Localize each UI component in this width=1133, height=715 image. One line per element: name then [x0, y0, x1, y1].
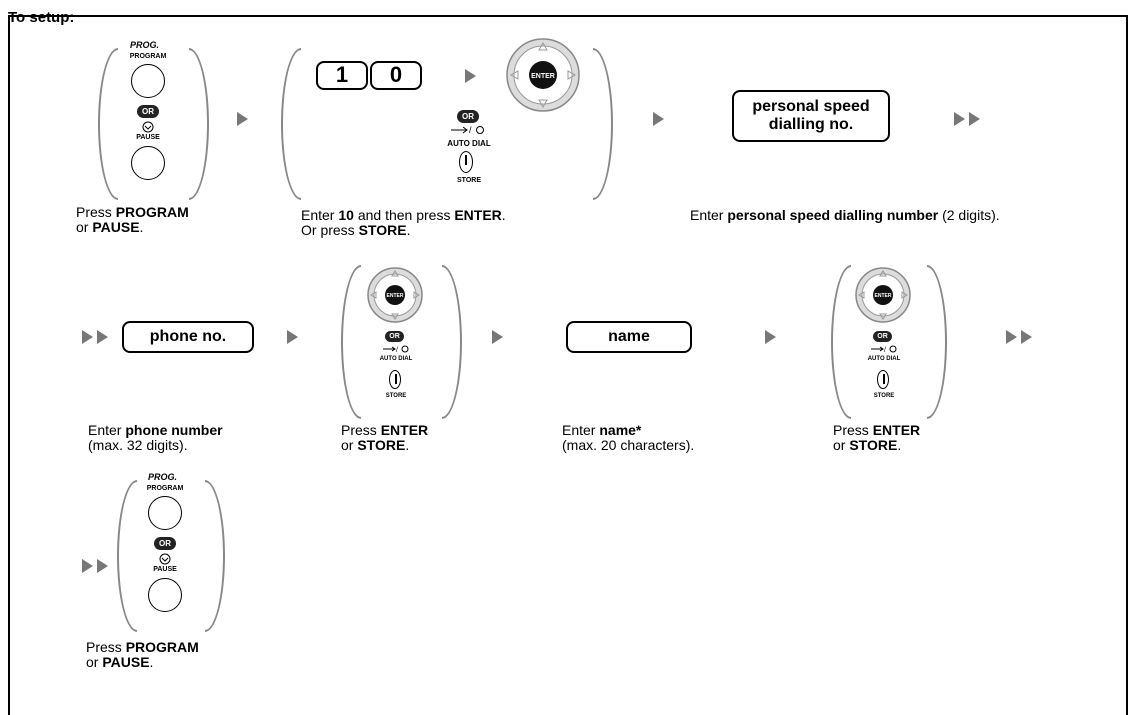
arrow-right-icon [969, 112, 980, 126]
store-key[interactable] [389, 370, 401, 389]
phone-number-box: phone no. [122, 321, 254, 353]
pause-label: PAUSE [136, 134, 160, 141]
navigator-enter-icon[interactable]: ENTER [366, 266, 424, 324]
auto-dial-icon: / [451, 125, 484, 135]
digit-1-key[interactable]: 1 [316, 61, 368, 90]
setup-frame: To setup: [8, 9, 1128, 715]
pause-button[interactable] [148, 578, 182, 612]
auto-dial-icon: / [871, 345, 897, 354]
navigator-enter-icon[interactable]: ENTER [505, 37, 581, 113]
pause-icon [142, 121, 154, 133]
store-key[interactable] [459, 151, 473, 173]
arrow-right-icon [82, 330, 93, 344]
program-label: PROGRAM [146, 485, 184, 492]
step-caption: Press PROGRAM or PAUSE. [76, 204, 189, 235]
section-title: To setup: [8, 9, 75, 26]
svg-text:/: / [396, 347, 398, 354]
personal-speed-dialling-box: personal speed dialling no. [732, 90, 890, 142]
store-label: STORE [385, 393, 407, 399]
pause-button[interactable] [131, 146, 165, 180]
auto-dial-label: AUTO DIAL [379, 356, 413, 362]
arrow-right-icon [765, 330, 776, 344]
store-label: STORE [457, 177, 481, 184]
arrow-right-icon [1021, 330, 1032, 344]
name-box: name [566, 321, 692, 353]
program-button[interactable] [148, 496, 182, 530]
step-caption: Press ENTER or STORE. [341, 422, 429, 453]
step-caption: Enter 10 and then press ENTER. Or press … [301, 207, 506, 238]
auto-dial-label: AUTO DIAL [867, 356, 901, 362]
arrow-right-icon [82, 559, 93, 573]
arrow-right-icon [237, 112, 248, 126]
pause-icon [159, 553, 171, 565]
step-caption: Enter personal speed dialling number (2 … [690, 207, 1000, 223]
auto-dial-label: AUTO DIAL [447, 139, 491, 148]
arrow-right-icon [97, 559, 108, 573]
svg-text:/: / [469, 125, 472, 135]
program-label: PROGRAM [129, 53, 167, 60]
svg-text:ENTER: ENTER [531, 73, 555, 80]
arrow-right-icon [492, 330, 503, 344]
auto-dial-icon: / [383, 345, 409, 354]
arrow-right-icon [465, 69, 476, 83]
or-badge: OR [385, 331, 404, 342]
prog-label: PROG. [148, 472, 178, 482]
store-label: STORE [873, 393, 895, 399]
or-badge: OR [154, 537, 176, 550]
arrow-right-icon [954, 112, 965, 126]
arrow-right-icon [653, 112, 664, 126]
svg-text:/: / [884, 347, 886, 354]
step-caption: Enter name* (max. 20 characters). [562, 422, 695, 453]
prog-label: PROG. [130, 40, 160, 50]
arrow-right-icon [287, 330, 298, 344]
arrow-right-icon [1006, 330, 1017, 344]
navigator-enter-icon[interactable]: ENTER [854, 266, 912, 324]
step-caption: Press ENTER or STORE. [833, 422, 921, 453]
svg-text:ENTER: ENTER [875, 293, 892, 299]
arrow-right-icon [97, 330, 108, 344]
or-badge: OR [873, 331, 892, 342]
svg-text:ENTER: ENTER [387, 293, 404, 299]
pause-label: PAUSE [153, 566, 177, 573]
program-button[interactable] [131, 64, 165, 98]
digit-0-key[interactable]: 0 [370, 61, 422, 90]
store-key[interactable] [877, 370, 889, 389]
or-badge: OR [457, 110, 479, 123]
step-caption: Enter phone number (max. 32 digits). [88, 422, 223, 453]
or-badge: OR [137, 105, 159, 118]
step-caption: Press PROGRAM or PAUSE. [86, 639, 199, 670]
